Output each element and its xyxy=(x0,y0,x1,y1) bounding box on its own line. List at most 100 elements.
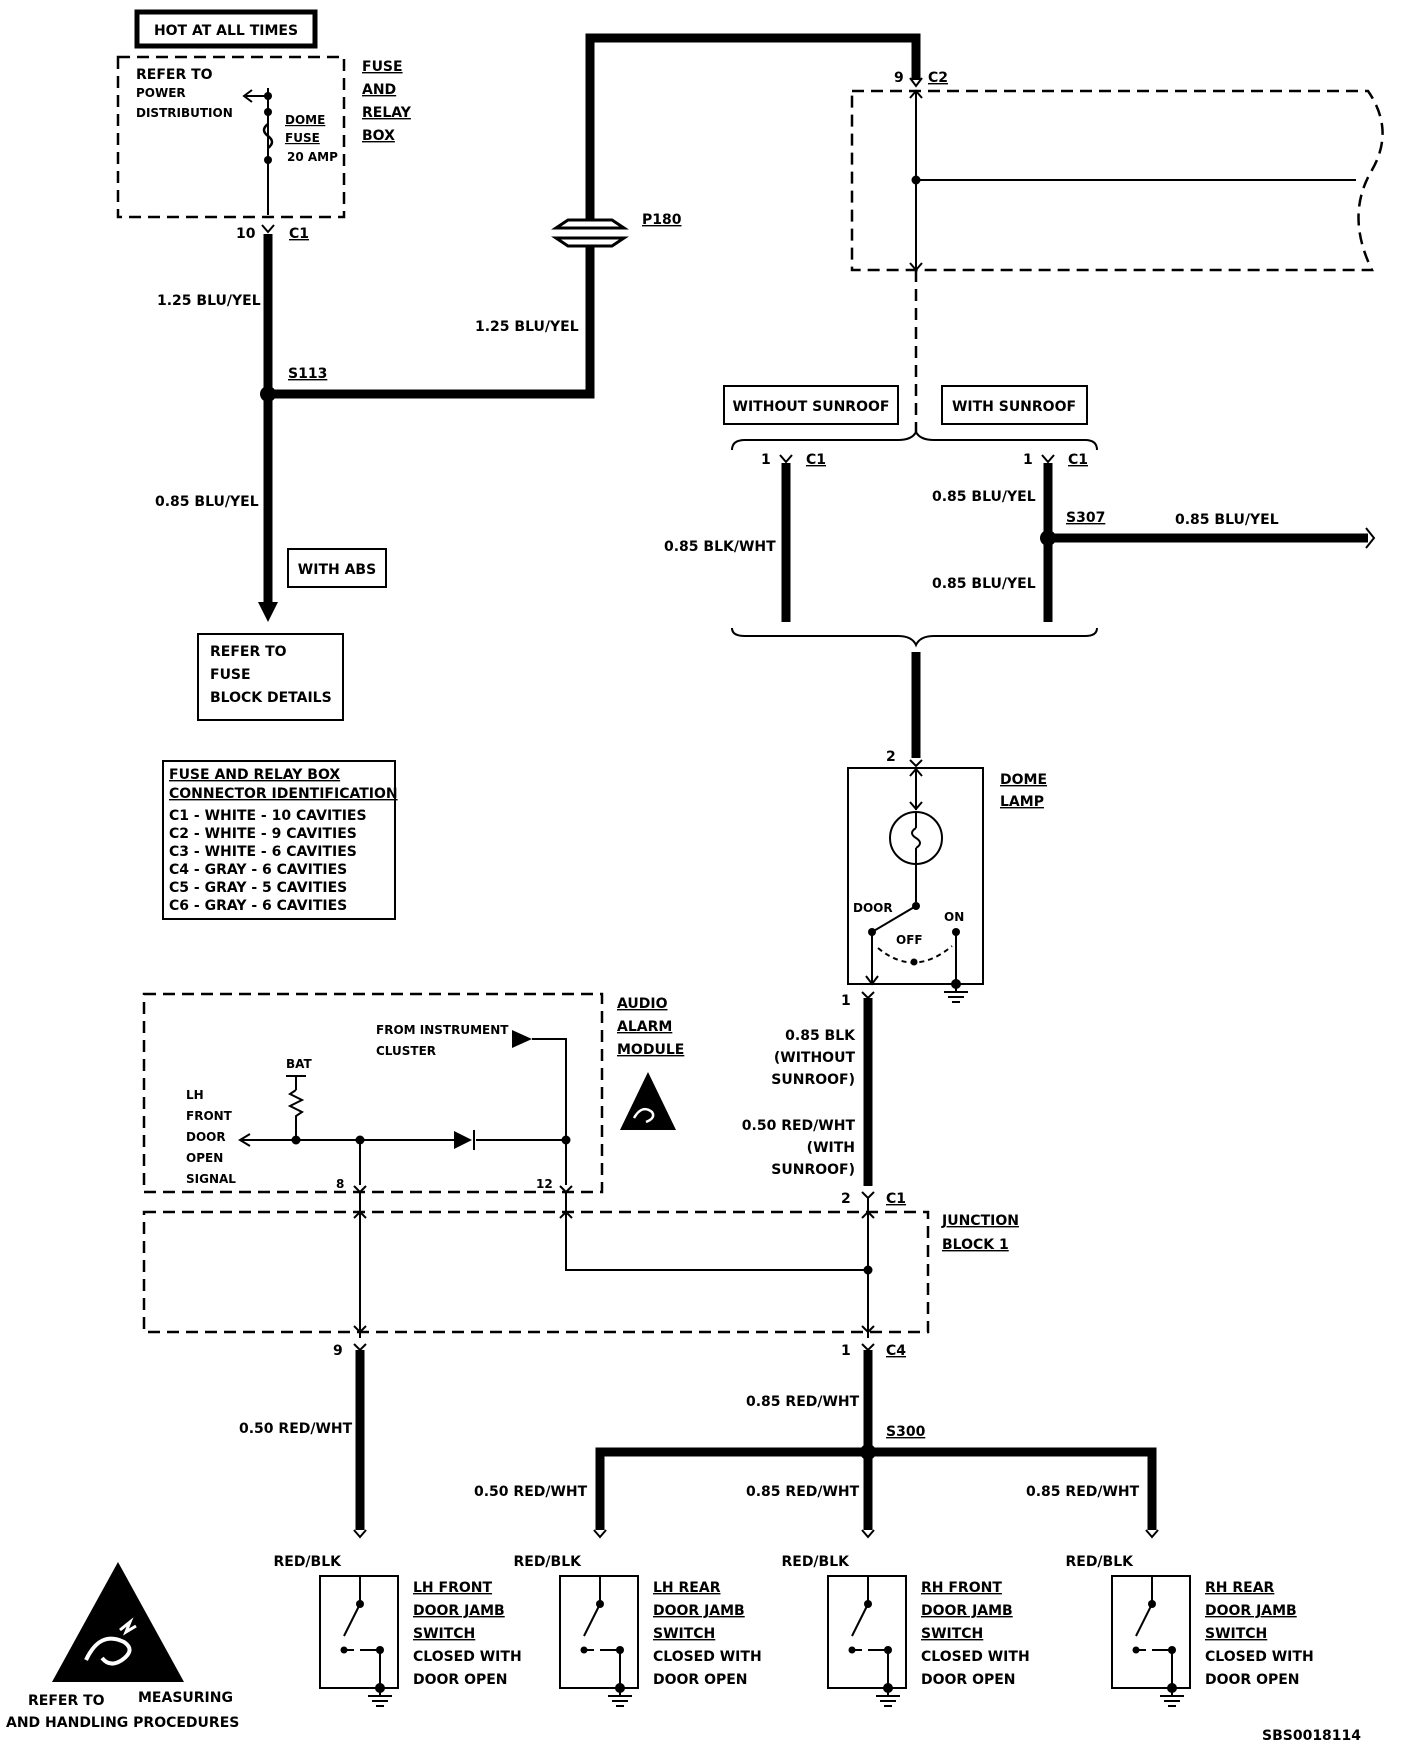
lh-rear-door-jamb-switch: RED/BLK LH REAR DOOR JAMB SWITCH CLOSED … xyxy=(513,1529,762,1707)
esd-line1: REFER TO xyxy=(28,1693,105,1709)
w-c1-connector-icon xyxy=(1041,454,1055,464)
refer-power-3: DISTRIBUTION xyxy=(136,106,233,120)
module-output-lines xyxy=(359,1140,567,1185)
jb-c1-connector-icon xyxy=(861,1191,875,1200)
wire-085-blu-yel-upper: 0.85 BLU/YEL xyxy=(932,489,1036,505)
junction-title1: JUNCTION xyxy=(941,1213,1019,1229)
hot-at-all-times-box xyxy=(134,9,318,49)
audio-title3: MODULE xyxy=(617,1042,684,1058)
esd-hand-small-icon xyxy=(632,1107,655,1124)
switch-desc2: DOOR OPEN xyxy=(413,1672,508,1688)
fuse-block-line2: FUSE xyxy=(210,667,251,683)
s300-branch-wire xyxy=(595,1447,1157,1530)
connector-table-title1: FUSE AND RELAY BOX xyxy=(169,767,340,783)
dome-pin1-connector-icon xyxy=(861,991,875,1000)
audio-lh2: FRONT xyxy=(186,1109,233,1123)
switch-pin-label: RED/BLK xyxy=(513,1554,582,1570)
switch-contact xyxy=(1132,1646,1140,1654)
switch-title1: LH FRONT xyxy=(413,1580,492,1596)
module-c2-outline xyxy=(850,89,1384,272)
switch-contact xyxy=(376,1646,384,1654)
splice-s307-label: S307 xyxy=(1066,510,1105,526)
wire-125-blu-yel-left: 1.25 BLU/YEL xyxy=(157,293,261,309)
esd-hand-icon xyxy=(84,1636,132,1666)
dome-wire-l4: 0.50 RED/WHT xyxy=(742,1118,856,1134)
dome-fuse-2: FUSE xyxy=(285,131,320,145)
audio-title2: ALARM xyxy=(617,1019,672,1035)
junction-bus-line xyxy=(565,1212,868,1271)
c1-connector-icon xyxy=(261,224,275,234)
with-sunroof-label: WITH SUNROOF xyxy=(952,399,1076,415)
dome-pin2-connector-icon xyxy=(909,759,923,768)
switch-blade-icon xyxy=(851,1603,869,1637)
jb-c1-pin: 2 xyxy=(841,1191,851,1207)
connector-table-title2: CONNECTOR IDENTIFICATION xyxy=(169,786,398,802)
bottom-option-brace xyxy=(731,627,1098,648)
c1-pin-number: 10 xyxy=(236,226,256,242)
switch-contact xyxy=(616,1646,624,1654)
switch-connector-icon xyxy=(1145,1529,1159,1539)
p180-grommet-icon xyxy=(551,218,629,248)
switch-title3: SWITCH xyxy=(653,1626,715,1642)
c2-pin-number: 9 xyxy=(894,70,904,86)
dome-off-label: OFF xyxy=(896,933,923,947)
fuse-block-line3: BLOCK DETAILS xyxy=(210,690,332,706)
splice-s300-label: S300 xyxy=(886,1424,926,1440)
document-id: SBS0018114 xyxy=(1262,1728,1361,1744)
audio-bat: BAT xyxy=(286,1057,313,1071)
switch-wire-label: 0.50 RED/WHT xyxy=(474,1484,588,1500)
switch-pin-label: RED/BLK xyxy=(1065,1554,1134,1570)
dome-wire-l5: (WITH xyxy=(807,1140,855,1156)
ground-icon xyxy=(876,1688,900,1707)
dome-pin-top: 2 xyxy=(886,749,896,765)
c1-label: C1 xyxy=(289,226,309,242)
refer-power-2: POWER xyxy=(136,86,186,100)
switch-blade-icon xyxy=(343,1603,361,1637)
dome-wire-l6: SUNROOF) xyxy=(771,1162,855,1178)
connector-row: C6 - GRAY - 6 CAVITIES xyxy=(169,898,347,914)
jb-c4-connector-icon xyxy=(861,1343,875,1352)
switch-connector-icon xyxy=(593,1529,607,1539)
fuse-relay-title-3: RELAY xyxy=(362,105,412,121)
dome-door-label: DOOR xyxy=(853,901,893,915)
fuse-relay-box-outline xyxy=(116,55,346,219)
p180-label: P180 xyxy=(642,212,682,228)
switch-desc1: CLOSED WITH xyxy=(1205,1649,1314,1665)
wire-050-red-wht-left: 0.50 RED/WHT xyxy=(239,1421,353,1437)
esd-line2: MEASURING xyxy=(138,1690,233,1706)
connector-row: C5 - GRAY - 5 CAVITIES xyxy=(169,880,347,896)
connector-row: C4 - GRAY - 6 CAVITIES xyxy=(169,862,347,878)
switch-title2: DOOR JAMB xyxy=(1205,1603,1297,1619)
switch-desc2: DOOR OPEN xyxy=(921,1672,1016,1688)
ground-icon xyxy=(1160,1688,1184,1707)
without-sunroof-box xyxy=(723,385,899,425)
top-option-brace xyxy=(731,429,1098,451)
fuse-relay-title-1: FUSE xyxy=(362,59,403,75)
module-c2-internal xyxy=(909,89,1356,272)
switch-pin-label: RED/BLK xyxy=(781,1554,850,1570)
ground-icon xyxy=(368,1688,392,1707)
without-sunroof-label: WITHOUT SUNROOF xyxy=(733,399,890,415)
switch-connector-icon xyxy=(353,1529,367,1539)
esd-warning-icon xyxy=(52,1562,184,1682)
audio-lh4: OPEN xyxy=(186,1151,223,1165)
s113-to-c2-wire xyxy=(268,33,921,399)
esd-line3: AND HANDLING PROCEDURES xyxy=(6,1715,239,1731)
module-c2-node xyxy=(911,175,921,185)
jb-c4-pin: 1 xyxy=(841,1343,851,1359)
switch-desc2: DOOR OPEN xyxy=(1205,1672,1300,1688)
jb-c1-label: C1 xyxy=(886,1191,906,1207)
connector-id-table xyxy=(162,760,396,920)
esd-warning-icon-small xyxy=(620,1072,676,1130)
dome-on-label: ON xyxy=(944,910,964,924)
switch-contact xyxy=(580,1646,588,1654)
hot-at-all-times-label: HOT AT ALL TIMES xyxy=(154,23,298,39)
wo-c1-label: C1 xyxy=(806,452,826,468)
wo-c1-pin: 1 xyxy=(761,452,771,468)
w-c1-label: C1 xyxy=(1068,452,1088,468)
switch-contact xyxy=(340,1646,348,1654)
switch-title2: DOOR JAMB xyxy=(413,1603,505,1619)
audio-pin8: 8 xyxy=(336,1177,344,1191)
audio-lh1: LH xyxy=(186,1088,204,1102)
dome-pin-bottom: 1 xyxy=(841,993,851,1009)
